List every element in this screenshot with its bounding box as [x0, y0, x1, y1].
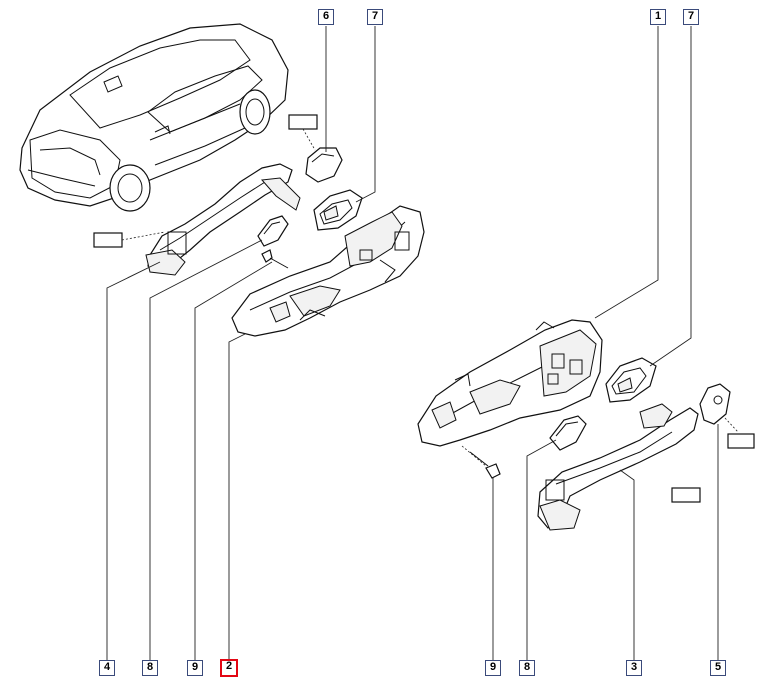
- reference-label-left-handle: [93, 232, 123, 248]
- reference-label-end-cap-left: [288, 114, 318, 130]
- callout-9-right: 9: [485, 660, 501, 676]
- reference-label-right-handle: [671, 487, 701, 503]
- callout-label: 3: [630, 661, 638, 673]
- callout-label: 7: [687, 10, 695, 22]
- outer-handle-left: [145, 163, 301, 276]
- screw-left: [261, 249, 289, 269]
- car-illustration: [19, 23, 289, 212]
- callout-label: 6: [322, 10, 330, 22]
- callout-9-left: 9: [187, 660, 203, 676]
- handle-frame-right: [417, 319, 603, 447]
- callout-label: 7: [371, 10, 379, 22]
- callout-label: 2: [225, 660, 233, 672]
- callout-8-right: 8: [519, 660, 535, 676]
- callout-label: 8: [146, 661, 154, 673]
- gasket-left: [313, 189, 363, 231]
- end-cap-left: [305, 147, 343, 183]
- callout-3: 3: [626, 660, 642, 676]
- reference-label-end-cap-right: [727, 433, 755, 449]
- callout-7-right: 7: [683, 9, 699, 25]
- callout-label: 5: [714, 661, 722, 673]
- callout-label: 9: [191, 661, 199, 673]
- callout-4: 4: [99, 660, 115, 676]
- callout-label: 8: [523, 661, 531, 673]
- callout-label: 4: [103, 661, 111, 673]
- end-cap-right: [699, 383, 731, 425]
- callout-6-top: 6: [318, 9, 334, 25]
- callout-label: 1: [654, 10, 662, 22]
- callout-label: 9: [489, 661, 497, 673]
- seal-pad-right: [549, 415, 587, 451]
- callout-2-highlighted: 2: [220, 659, 238, 677]
- screw-right: [461, 445, 501, 479]
- outer-handle-right: [537, 403, 699, 531]
- gasket-right: [605, 357, 657, 403]
- callout-8-left: 8: [142, 660, 158, 676]
- callout-5: 5: [710, 660, 726, 676]
- callout-7-top: 7: [367, 9, 383, 25]
- handle-frame-left: [231, 205, 425, 337]
- seal-pad-left: [257, 215, 289, 247]
- callout-1-top: 1: [650, 9, 666, 25]
- leader-lines: [106, 26, 719, 660]
